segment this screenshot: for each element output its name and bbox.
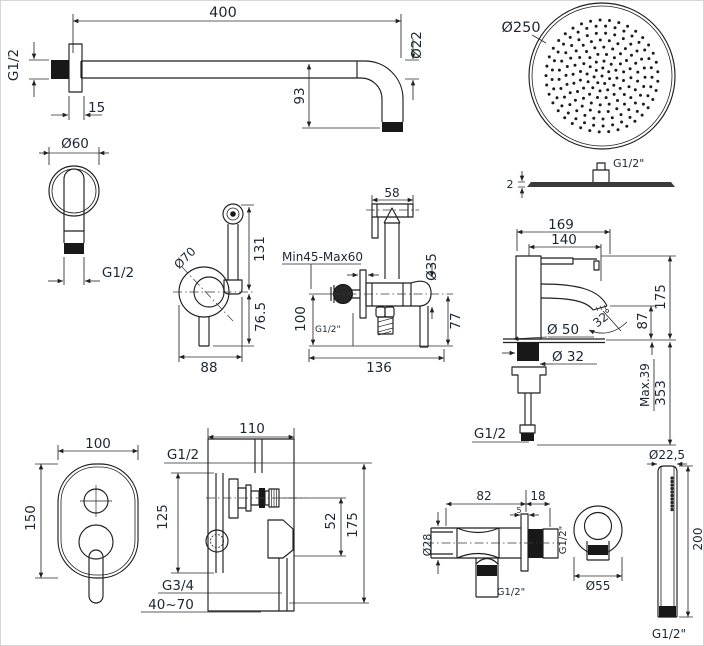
outlet-elbow-diameter-label: Ø28	[421, 534, 434, 557]
basin-mixer-thread-label: G1/2	[474, 426, 506, 442]
bidet-inlet-thread-label: G1/2"	[315, 325, 341, 335]
bidet-spray-kit-geometry	[282, 195, 453, 362]
shower-head-thickness-label: 2	[507, 178, 514, 191]
basin-mixer-supply-length-label: 353	[653, 380, 669, 406]
bracket-front-view-drawing: Ø55	[573, 505, 623, 593]
bidet-inlet-height-label: 100	[293, 306, 309, 332]
shower-arm-length-label: 400	[209, 5, 237, 21]
spray-holder-diameter-label: Ø70	[171, 244, 198, 271]
wall-elbow-drawing: Ø60 G1/2	[39, 136, 134, 285]
shower-arm-geometry	[29, 14, 419, 132]
mixer-front-view-drawing: 100 150	[23, 436, 139, 604]
spray-holder-upper-height-label: 131	[252, 236, 268, 262]
shower-arm-flange-label: 15	[88, 100, 105, 116]
outlet-elbow-geometry	[425, 490, 567, 598]
hand-spray-holder-geometry	[173, 203, 254, 362]
spray-holder-lower-height-label: 76.5	[253, 302, 269, 332]
outlet-elbow-side-thread-label: G1/2"	[558, 526, 569, 554]
bracket-front-view-geometry	[573, 505, 623, 581]
shower-arm-drop-label: 93	[292, 87, 308, 104]
bidet-head-width-label: 58	[384, 186, 399, 200]
basin-mixer-geometry	[472, 229, 676, 446]
mixer-front-width-label: 100	[85, 436, 111, 452]
mixer-side-top-thread-label: G1/2	[167, 447, 199, 463]
wall-elbow-diameter-label: Ø60	[61, 136, 89, 152]
shower-head-diameter-label: Ø250	[501, 20, 540, 36]
outlet-elbow-length-label: 82	[476, 489, 491, 503]
mixer-side-depth-range-label: 40~70	[148, 597, 194, 613]
mixer-side-outlet-offset-label: 52	[323, 512, 339, 529]
basin-mixer-drawing: 169 140 32° Ø 50 Ø 32 87 175 353 Max.39 …	[472, 217, 676, 446]
bracket-diameter-label: Ø55	[586, 579, 611, 593]
shower-arm-thread-label: G1/2	[6, 49, 22, 81]
mixer-side-view-geometry	[141, 428, 372, 613]
wall-elbow-thread-label: G1/2	[102, 265, 134, 281]
shower-head-thread-label: G1/2"	[613, 157, 644, 170]
basin-mixer-spout-height-label: 87	[635, 312, 651, 329]
basin-mixer-total-width-label: 169	[548, 217, 574, 233]
basin-mixer-max-deck-label: Max.39	[638, 363, 652, 407]
hand-shower-drawing: Ø22,5 200 G1/2"	[647, 448, 704, 641]
outlet-elbow-flange-depth-label: 18	[530, 489, 545, 503]
bidet-body-diameter-label: Ø35	[424, 253, 440, 281]
outlet-elbow-flange-thickness-label: 5	[516, 506, 521, 515]
mixer-side-width-label: 110	[239, 421, 265, 437]
wall-elbow-geometry	[39, 147, 109, 285]
mixer-side-plate-height-label: 125	[155, 504, 171, 530]
mixer-side-bottom-thread-label: G3/4	[162, 578, 194, 594]
outlet-elbow-bottom-thread-label: G1/2"	[497, 587, 525, 598]
mixer-front-height-label: 150	[23, 505, 39, 531]
hand-spray-holder-drawing: Ø70 131 76.5 88	[171, 203, 269, 376]
basin-mixer-hole-diameter-label: Ø 32	[552, 349, 584, 365]
shower-head-drawing: Ø250 G1/2" 2	[501, 2, 676, 198]
bidet-outlet-drop-label: 77	[448, 312, 464, 329]
mixer-front-view-geometry	[35, 445, 139, 604]
basin-mixer-base-diameter-label: Ø 50	[547, 322, 579, 338]
shower-arm-diameter-label: Ø22	[409, 31, 425, 59]
hand-shower-diameter-label: Ø22,5	[649, 448, 685, 462]
bidet-width-label: 136	[366, 360, 392, 376]
shower-head-nozzle-field	[544, 18, 660, 134]
bidet-spray-kit-drawing: 58 Min45-Max60 Ø35 100 G1/2" 77 136	[282, 186, 464, 376]
bidet-depth-range-label: Min45-Max60	[282, 250, 363, 264]
basin-mixer-spout-reach-label: 140	[551, 232, 577, 248]
hand-shower-length-label: 200	[691, 528, 704, 551]
basin-mixer-height-label: 175	[653, 284, 669, 310]
mixer-side-view-drawing: 110 G1/2 125 52 175 G3/4 40~70	[141, 421, 372, 613]
shower-arm-drawing: 400 G1/2 15 93 Ø22	[6, 5, 425, 132]
hand-shower-geometry	[647, 461, 693, 618]
spray-holder-width-label: 88	[200, 360, 217, 376]
hand-shower-thread-label: G1/2"	[652, 627, 686, 641]
shower-head-geometry	[518, 2, 676, 198]
mixer-side-height-label: 175	[345, 512, 361, 538]
outlet-elbow-drawing: 82 18 5 Ø28 G1/2" G1/2"	[421, 489, 569, 598]
